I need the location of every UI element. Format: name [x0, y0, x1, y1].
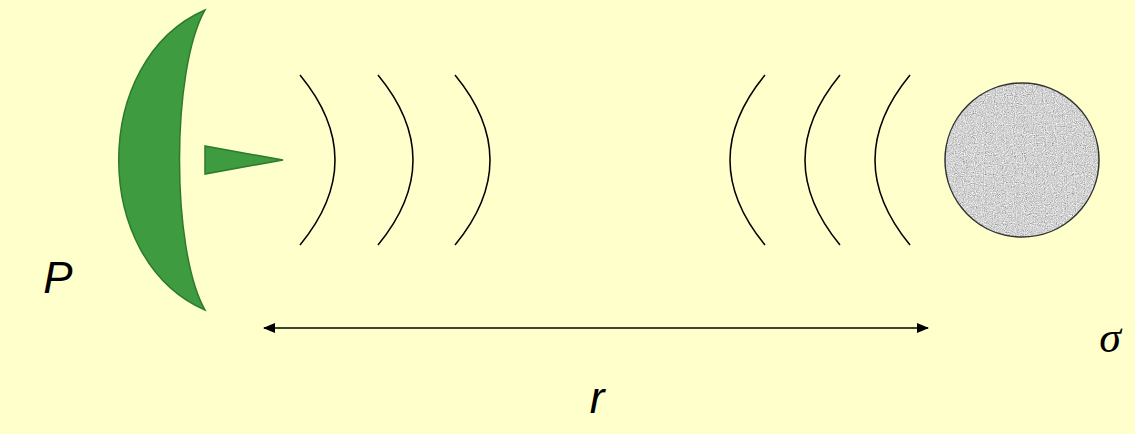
wavefront: [455, 75, 490, 245]
target-sphere: [945, 83, 1099, 237]
wavefront: [300, 75, 335, 245]
wavefront: [378, 75, 413, 245]
power-label: P: [43, 256, 72, 300]
antenna-dish: [119, 10, 205, 310]
sphere-base: [945, 83, 1099, 237]
returning-waves: [730, 75, 910, 245]
cross-section-label: σ: [1099, 316, 1121, 360]
feed-horn: [205, 146, 283, 174]
sphere-texture: [945, 83, 1099, 237]
outgoing-waves: [300, 75, 490, 245]
wavefront: [875, 75, 910, 245]
wavefront: [805, 75, 840, 245]
sphere-outline: [945, 83, 1099, 237]
wavefront: [730, 75, 765, 245]
range-label: r: [590, 376, 605, 420]
range-dimension: [264, 327, 928, 329]
